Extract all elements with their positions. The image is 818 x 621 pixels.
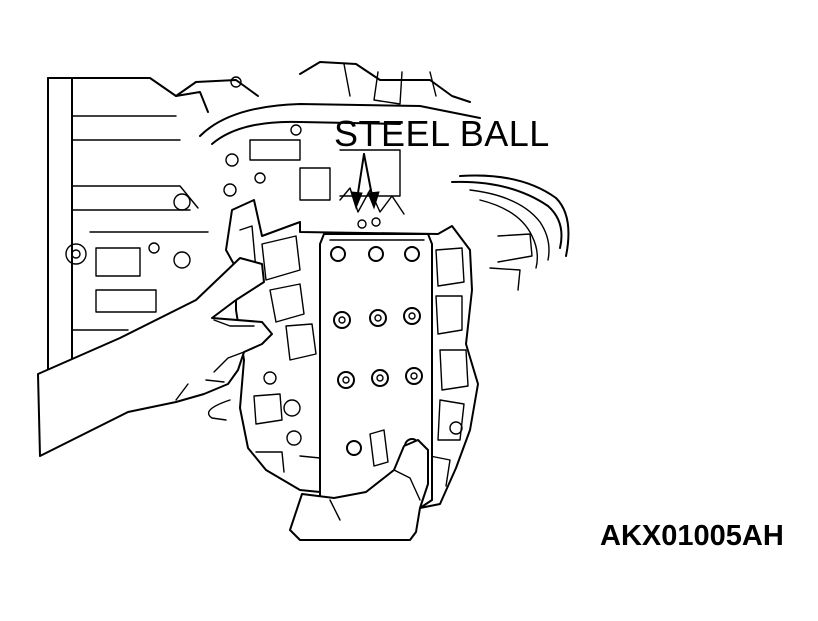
transmission-case <box>47 61 481 421</box>
left-hand <box>37 257 273 457</box>
right-hand <box>289 439 429 541</box>
steel-ball-label: STEEL BALL <box>334 113 550 154</box>
wiring-harness <box>451 174 570 291</box>
figure-code: AKX01005AH <box>600 520 784 552</box>
steel-ball-arrows <box>350 153 380 210</box>
separator-plate <box>319 233 433 509</box>
